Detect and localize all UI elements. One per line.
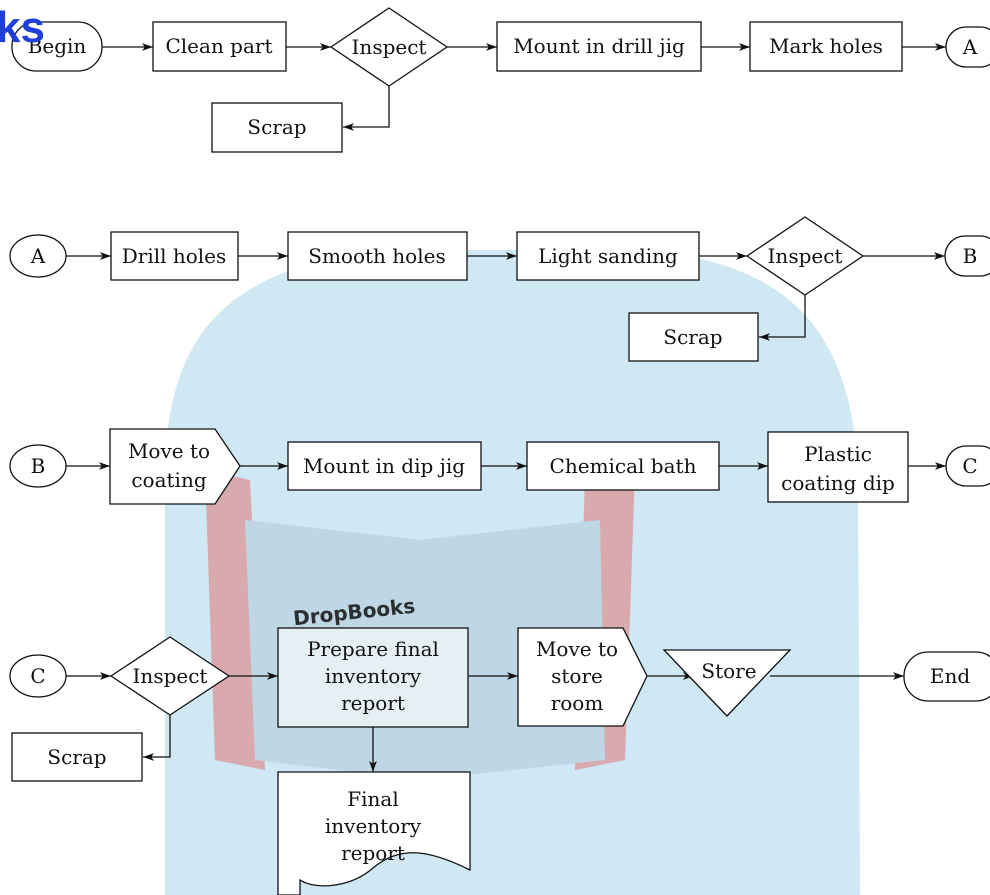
scrap-box-2 (628, 312, 759, 362)
begin-label: Begin (28, 34, 87, 58)
scrap-label-3: Scrap (47, 745, 106, 769)
move-to-store-room-label-line3: room (551, 691, 604, 715)
chemical-bath-box (526, 441, 720, 491)
light-sanding-label: Light sanding (538, 244, 678, 268)
drill-holes-label: Drill holes (122, 244, 227, 268)
plastic-coating-dip-label-line2: coating dip (781, 471, 895, 495)
scrap-box-1 (211, 102, 343, 153)
prepare-report-label-line2: inventory (325, 664, 422, 688)
prepare-report-label-line3: report (341, 691, 405, 715)
mount-drill-jig-label: Mount in drill jig (513, 34, 685, 58)
end-label: End (930, 664, 970, 688)
move-to-store-room-label-line1: Move to (536, 637, 618, 661)
row-4: C Inspect Prepare final inventory report… (9, 627, 990, 895)
final-report-label-line3: report (341, 841, 405, 865)
scrap-label-1: Scrap (247, 115, 306, 139)
mark-holes-box (749, 21, 903, 72)
plastic-coating-dip-box (767, 431, 909, 503)
connector-a-out-label: A (962, 35, 978, 59)
connector-c-in-label: C (30, 664, 45, 688)
connector-b-in-label: B (31, 454, 46, 478)
move-to-store-room-label-line2: store (551, 664, 603, 688)
row-2: A Drill holes Smooth holes Light sanding… (9, 216, 990, 362)
inspect-label-3: Inspect (133, 664, 208, 688)
scrap-box-3 (11, 732, 143, 782)
end-terminal (903, 651, 990, 702)
connector-b-out (944, 235, 990, 277)
connector-a-in-label: A (30, 244, 46, 268)
final-report-label-line1: Final (347, 787, 398, 811)
final-report-document (277, 771, 471, 895)
store-label: Store (701, 659, 756, 683)
arrow-inspect-scrap-2 (759, 295, 806, 341)
move-to-coating-label-line2: coating (131, 468, 206, 492)
arrow-inspect-scrap-1 (343, 86, 390, 131)
chemical-bath-label: Chemical bath (550, 454, 697, 478)
mount-dip-jig-label: Mount in dip jig (303, 454, 465, 478)
final-report-label-line2: inventory (325, 814, 422, 838)
clean-part-label: Clean part (165, 34, 272, 58)
inspect-label-1: Inspect (352, 35, 427, 59)
corner-logo-text: ks (0, 3, 45, 52)
prepare-report-box (277, 627, 469, 728)
light-sanding-box (516, 231, 700, 281)
row-3: B Move to coating Mount in dip jig Chemi… (9, 428, 990, 505)
move-to-store-room-shape (517, 627, 648, 727)
smooth-holes-label: Smooth holes (308, 244, 445, 268)
plastic-coating-dip-label-line1: Plastic (804, 442, 872, 466)
drill-holes-box (110, 231, 239, 281)
inspect-label-2: Inspect (768, 244, 843, 268)
connector-c-out (945, 445, 990, 487)
store-triangle (662, 649, 792, 717)
move-to-coating-label-line1: Move to (128, 439, 210, 463)
connector-a-out (945, 26, 990, 68)
move-to-coating-shape (109, 428, 241, 505)
arrow-inspect-scrap-3 (143, 715, 171, 761)
mount-dip-jig-box (287, 441, 482, 491)
prepare-report-label-line1: Prepare final (307, 637, 439, 661)
mark-holes-label: Mark holes (769, 34, 883, 58)
smooth-holes-box (287, 231, 468, 281)
connector-c-out-label: C (962, 454, 977, 478)
mount-drill-jig-box (496, 21, 702, 72)
connector-b-out-label: B (963, 244, 978, 268)
scrap-label-2: Scrap (663, 325, 722, 349)
row-1: Begin Clean part Inspect Mount in drill … (11, 7, 990, 153)
